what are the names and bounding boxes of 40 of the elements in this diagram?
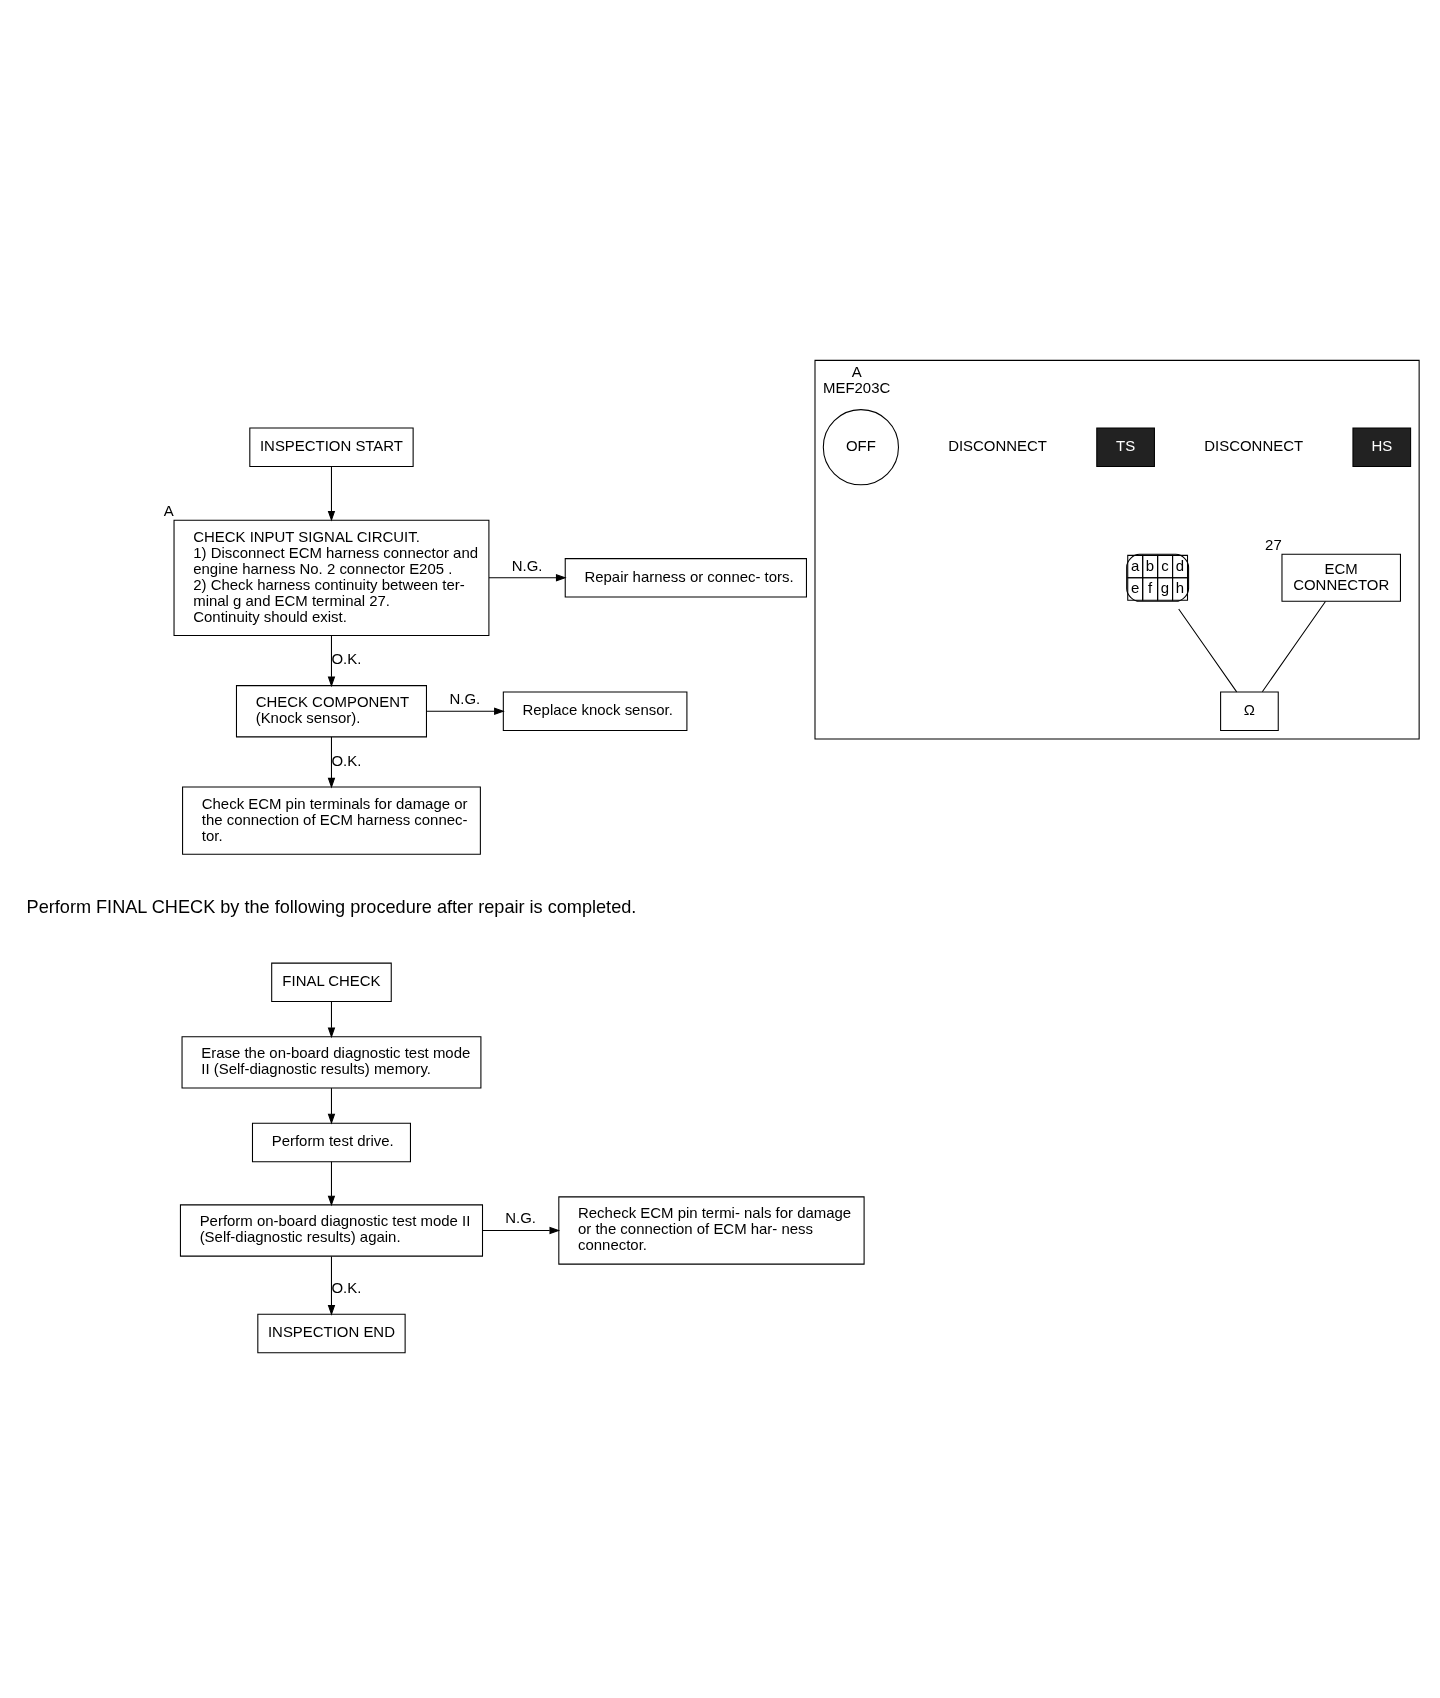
arrow [327,1087,336,1125]
arrow [327,1161,336,1207]
arrow [426,707,505,715]
edge-label: O.K. [331,751,362,769]
node-text: DISCONNECT [1204,437,1304,455]
arrow [327,1256,336,1316]
edge-label: O.K. [331,1279,362,1297]
node-text: DISCONNECT [948,437,1047,455]
arrow [488,574,567,582]
node-box: TS [1096,427,1155,467]
arrow [327,635,336,688]
node-box: Erase the on-board diagnostic test mode II (Self-diagnostic results) memory. [181,1036,482,1089]
node-box: HS [1352,427,1412,467]
label: Perform FINAL CHECK by the following procedure after repair is completed. [26,897,637,918]
arrow [327,466,336,522]
edge-label: N.G. [505,1209,537,1227]
node-circle: OFF [822,409,899,486]
node-box: CHECK COMPONENT (Knock sensor). [235,685,427,738]
edge-label: N.G. [511,556,543,574]
node-box: Check ECM pin terminals for damage or the connection of ECM harness connec- tor. [182,786,481,855]
node-box: Recheck ECM pin termi- nals for damage or the connection of ECM har- ness connector. [558,1196,865,1265]
node-box: ECM CONNECTOR [1281,553,1401,602]
connector [1178,608,1238,693]
arrow [482,1226,561,1235]
arrow [327,1001,336,1039]
edge-label: O.K. [331,650,362,668]
arrow [327,736,336,789]
node-box: CHECK INPUT SIGNAL CIRCUIT. 1) Disconnect ECM harness connector and engine harness No. 2 connector E205 . 2) Check harness continuity between ter- minal g and ECM terminal 27. Continuity should exist. [173,519,490,636]
node-box: Ω [1220,691,1279,731]
node-box: Repair harness or connec- tors. [564,558,807,598]
node-label: 27 [1265,536,1282,554]
node-box: INSPECTION END [257,1313,406,1354]
node-box: Perform test drive. [251,1122,411,1163]
node-box: Perform on-board diagnostic test mode II (Self-diagnostic results) again. [179,1204,484,1257]
node-box: FINAL CHECK [271,962,392,1003]
connector [1261,600,1326,693]
edge-label: N.G. [449,689,481,707]
node-box: Replace knock sensor. [502,691,688,731]
node-label: A [163,502,174,520]
node-box: INSPECTION START [249,427,414,467]
